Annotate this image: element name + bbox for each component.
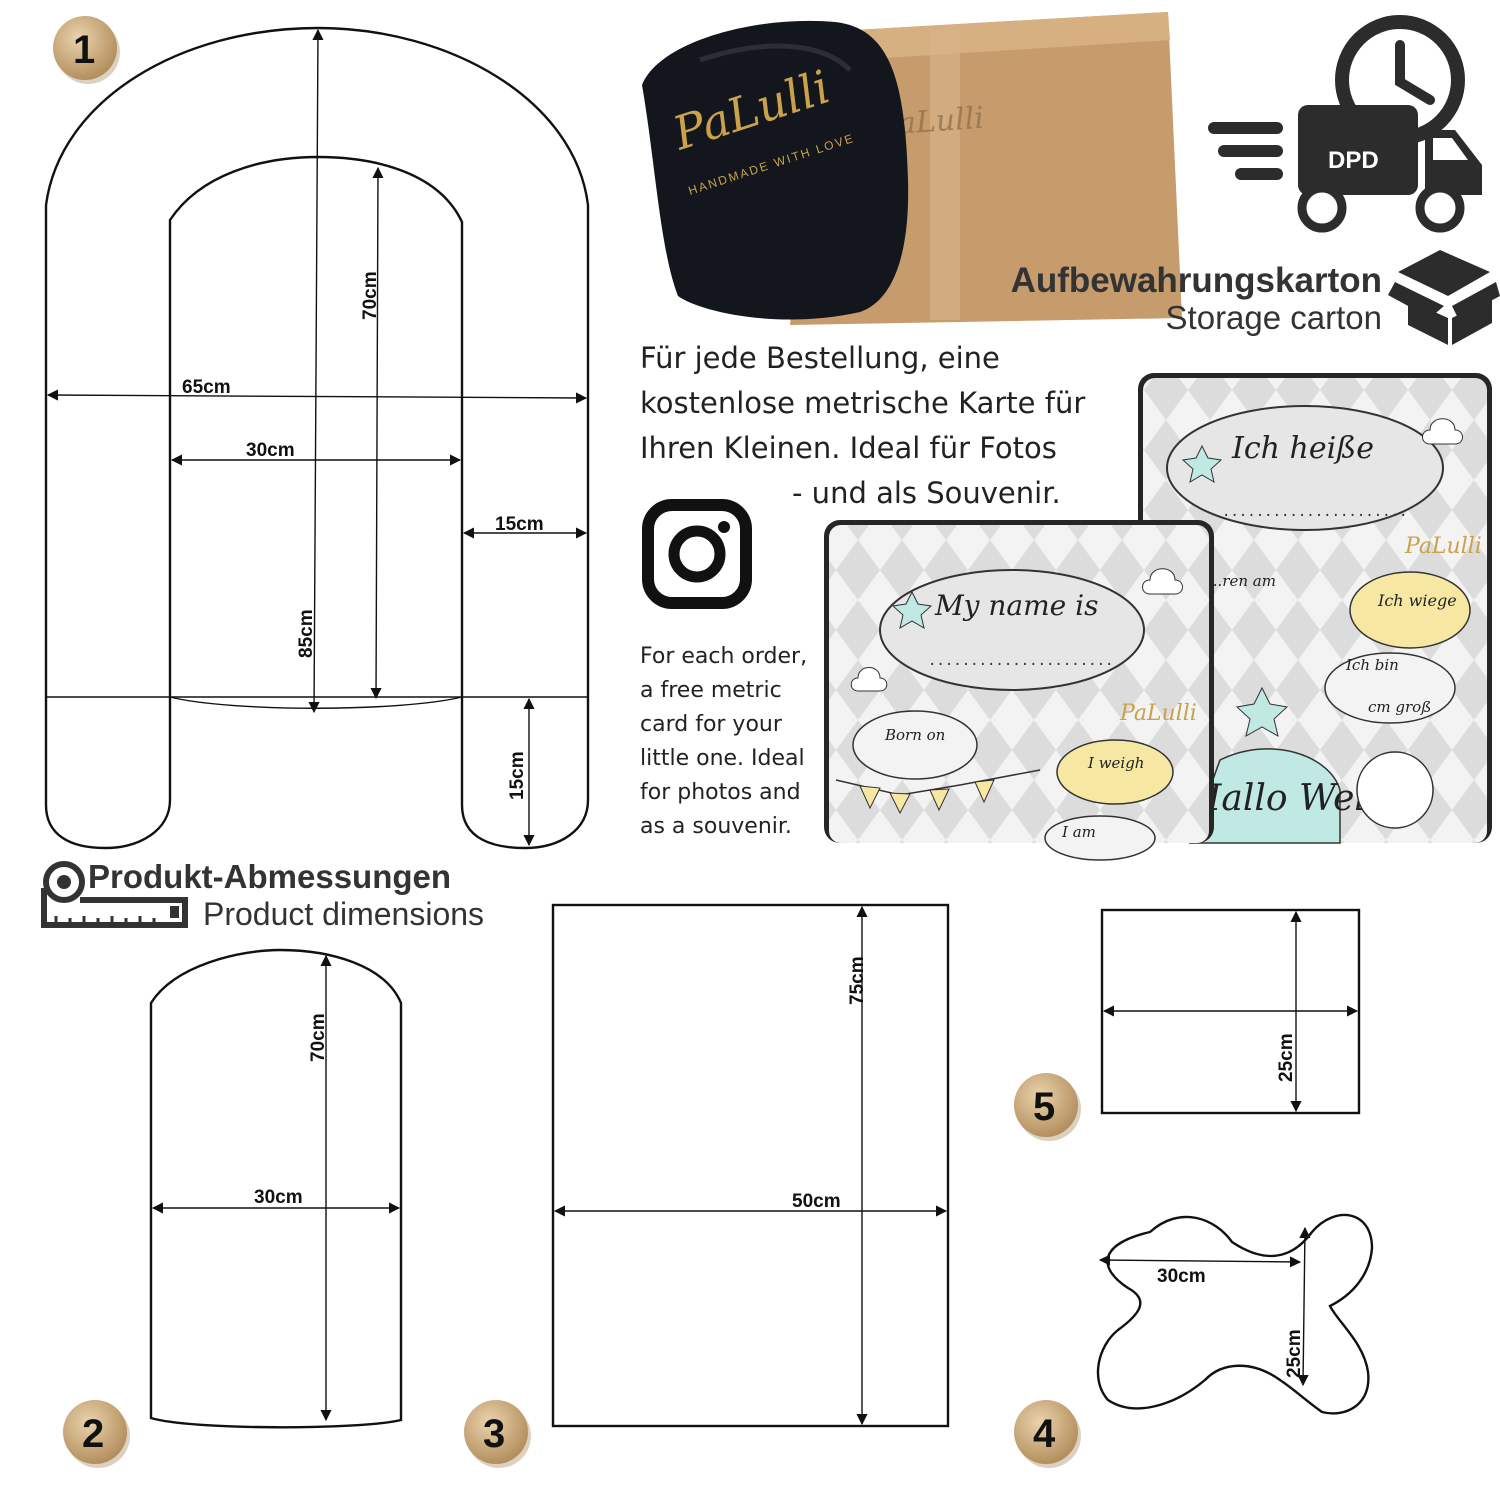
gift-en-line-3: card for your [640,712,782,737]
delivery-truck-clock-icon: DPD [1208,15,1482,233]
dim-30cm-p4: 30cm [1157,1266,1206,1287]
svg-text:1: 1 [73,28,95,72]
gift-de-line-3: Ihren Kleinen. Ideal für Fotos [640,431,1057,465]
dim-65cm: 65cm [182,377,231,398]
card-front-weigh: I weigh [1087,754,1144,772]
gift-de-line-2: kostenlose metrische Karte für [640,386,1086,420]
dim-15cm-leg: 15cm [507,751,528,800]
badge-4: 4 [1014,1400,1081,1468]
card-front-title: My name is [934,589,1098,622]
product-3-blanket: 50cm 75cm [551,903,950,1428]
gift-en-line-6: as a souvenir. [640,814,792,839]
card-back-title: Ich heiße [1231,431,1374,466]
card-back-am: Ich bin [1345,656,1399,674]
product-2-back-pad: 30cm 70cm [149,948,403,1429]
carton-heading: Aufbewahrungskarton Storage carton [1011,262,1382,336]
card-back-dots: ...................... [1222,504,1407,520]
tape-measure-icon [41,861,188,928]
gift-de-line-1: Für jede Bestellung, eine [640,341,1000,375]
card-back-born: ...ren am [1208,572,1276,590]
dim-25cm-p5: 25cm [1276,1033,1297,1082]
instagram-icon [642,499,752,609]
gift-en-line-1: For each order, [640,644,808,669]
gift-text-de: Für jede Bestellung, eine kostenlose met… [640,336,1110,516]
svg-text:2: 2 [82,1412,104,1456]
dimensions-heading: Produkt-Abmessungen Product dimensions [88,858,484,932]
dim-50cm: 50cm [792,1191,841,1212]
card-front-dots: ...................... [928,653,1113,669]
carton-title-en: Storage carton [1165,299,1382,336]
card-front-born: Born on [884,726,945,744]
product-1-u-pillow: 65cm 30cm 15cm 70cm 85cm 15cm [44,26,590,850]
card-front-am: I am [1061,823,1096,841]
gift-en-line-4: little one. Ideal [640,746,805,771]
dim-75cm: 75cm [847,956,868,1005]
badge-3: 3 [464,1400,531,1468]
badge-1: 1 [53,16,120,84]
badge-2: 2 [63,1400,130,1468]
card-back-weigh: Ich wiege [1377,591,1457,610]
dim-30cm-p2: 30cm [254,1187,303,1208]
gift-en-line-2: a free metric [640,678,782,703]
packaging-photo: PaLulli PaLulli HANDMADE WITH LOVE [642,12,1182,325]
product-5-pillow: 25cm [1100,908,1361,1115]
dimensions-title-en: Product dimensions [203,896,485,932]
card-front-logo: PaLulli [1119,701,1197,726]
dim-70cm-inner: 70cm [360,271,381,320]
dim-85cm: 85cm [296,609,317,658]
card-back-hello: Hallo Welt [1189,778,1381,819]
dim-30cm-inner: 30cm [246,440,295,461]
dim-25cm-p4: 25cm [1284,1329,1305,1378]
open-box-icon [1388,250,1500,345]
gift-text-en: For each order, a free metric card for y… [640,640,820,844]
dim-15cm-arm: 15cm [495,514,544,535]
card-back-unit: cm groß [1368,698,1431,716]
metric-card-back: Ich heiße ...................... Ich wie… [1138,373,1492,844]
card-back-logo: PaLulli [1404,534,1482,559]
dim-70cm-p2: 70cm [308,1013,329,1062]
dimensions-title-de: Produkt-Abmessungen [88,858,452,895]
svg-text:4: 4 [1033,1412,1056,1456]
gift-de-line-4: - und als Souvenir. [792,476,1061,510]
gift-en-line-5: for photos and [640,780,801,805]
badge-5: 5 [1014,1073,1081,1141]
product-4-neck-pillow: 30cm 25cm [1096,1213,1374,1415]
metric-card-front: My name is ...................... Born o… [824,520,1214,861]
svg-text:5: 5 [1033,1085,1055,1129]
truck-label: DPD [1328,147,1379,174]
svg-text:3: 3 [483,1412,505,1456]
carton-title-de: Aufbewahrungskarton [1010,261,1382,300]
